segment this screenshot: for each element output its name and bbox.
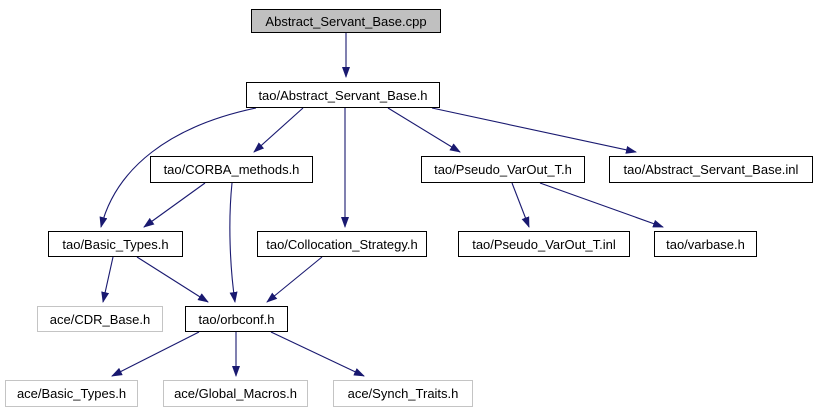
- edge-abstract-servant-base-h-to-pseudo-varout-t-h: [387, 107, 461, 153]
- edge-pseudo-varout-t-h-to-pseudo-varout-t-inl: [511, 182, 530, 228]
- node-tao-abstract-servant-base-inl[interactable]: tao/Abstract_Servant_Base.inl: [609, 156, 813, 183]
- node-abstract-servant-base-cpp: Abstract_Servant_Base.cpp: [251, 9, 441, 33]
- node-tao-basic-types-h[interactable]: tao/Basic_Types.h: [48, 231, 183, 257]
- node-tao-pseudo-varout-t-h[interactable]: tao/Pseudo_VarOut_T.h: [421, 156, 585, 183]
- edge-abstract-servant-base-h-to-abstract-servant-base-inl: [431, 107, 637, 154]
- node-tao-orbconf-h[interactable]: tao/orbconf.h: [185, 306, 288, 332]
- node-ace-cdr-base-h: ace/CDR_Base.h: [37, 306, 163, 332]
- edge-corba-methods-to-orbconf: [229, 182, 238, 303]
- node-tao-collocation-strategy-h[interactable]: tao/Collocation_Strategy.h: [257, 231, 427, 257]
- edge-collocation-strategy-to-orbconf: [266, 256, 323, 303]
- edge-orbconf-to-ace-basic-types: [111, 331, 200, 377]
- node-tao-corba-methods-h[interactable]: tao/CORBA_methods.h: [150, 156, 313, 183]
- edge-tao-basic-types-to-cdr-base: [101, 256, 114, 303]
- edge-orbconf-to-synch-traits: [270, 331, 365, 377]
- node-tao-abstract-servant-base-h[interactable]: tao/Abstract_Servant_Base.h: [246, 82, 440, 108]
- edge-tao-basic-types-to-orbconf: [136, 256, 209, 303]
- node-tao-varbase-h[interactable]: tao/varbase.h: [654, 231, 757, 257]
- edge-pseudo-varout-t-h-to-varbase: [539, 182, 664, 228]
- node-ace-global-macros-h: ace/Global_Macros.h: [163, 380, 308, 407]
- node-ace-basic-types-h: ace/Basic_Types.h: [5, 380, 138, 407]
- edge-abstract-servant-base-h-to-tao-basic-types: [99, 107, 257, 228]
- edge-abstract-servant-base-h-to-corba-methods: [253, 107, 304, 153]
- node-tao-pseudo-varout-t-inl[interactable]: tao/Pseudo_VarOut_T.inl: [458, 231, 630, 257]
- node-ace-synch-traits-h: ace/Synch_Traits.h: [333, 380, 473, 407]
- edge-corba-methods-to-tao-basic-types: [143, 182, 206, 228]
